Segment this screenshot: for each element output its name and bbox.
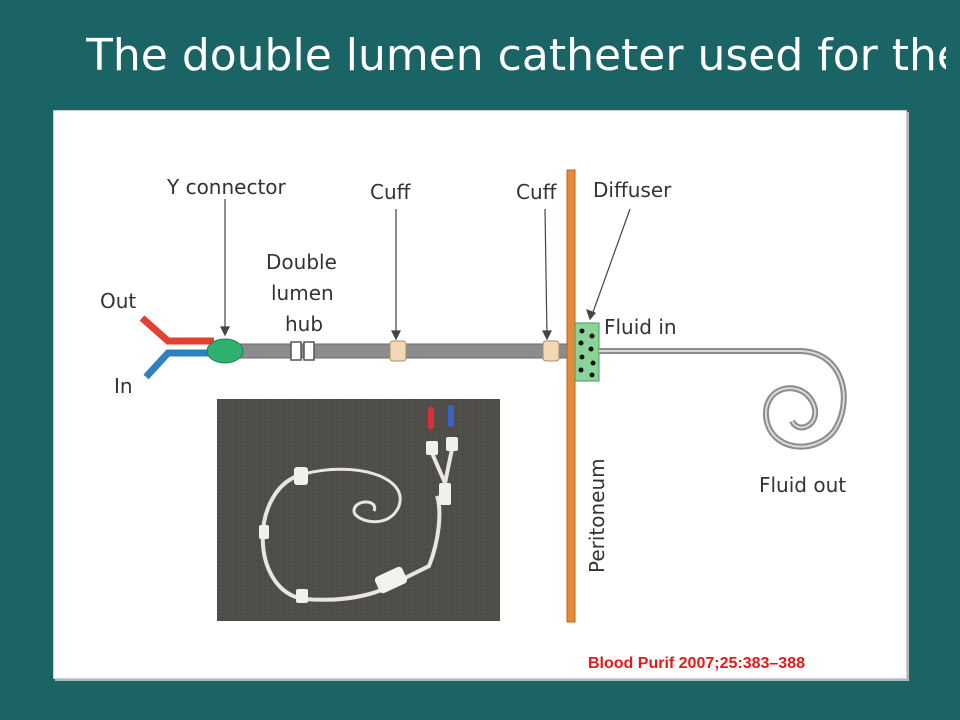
distal-tube [599,348,847,450]
cuff-right-shape [542,340,560,362]
label-cuff-left: Cuff [370,180,412,204]
label-hub-line3: hub [285,312,323,336]
hub-block-2 [303,341,315,361]
catheter-diagram: Y connector Cuff Cuff Diffuser Double lu… [100,169,847,623]
slide-title: The double lumen catheter used for the V… [86,30,946,81]
citation: Blood Purif 2007;25:383–388 [588,655,805,672]
arrow-cuff-right [544,208,548,338]
diffuser-shape [574,322,600,382]
catheter-photo [217,399,500,621]
out-tube [139,315,214,345]
arrow-diffuser [591,208,631,316]
label-out: Out [100,289,136,313]
label-hub-line1: Double [266,250,337,274]
in-tube [143,349,214,380]
figure-panel: Y connector Cuff Cuff Diffuser Double lu… [53,110,907,679]
label-cuff-right: Cuff [516,180,558,204]
distal-tube-core [599,350,845,448]
label-fluid-out: Fluid out [759,473,846,497]
label-diffuser: Diffuser [593,178,672,202]
label-in: In [114,374,133,398]
hub-block-1 [290,341,302,361]
label-peritoneum: Peritoneum [585,458,609,573]
cuff-left-shape [389,340,407,362]
diffuser-holes [578,328,596,378]
label-hub-line2: lumen [271,281,334,305]
label-y-connector: Y connector [166,175,287,199]
peritoneum-wall [566,169,576,623]
label-fluid-in: Fluid in [604,315,677,339]
y-connector-shape [206,338,244,364]
